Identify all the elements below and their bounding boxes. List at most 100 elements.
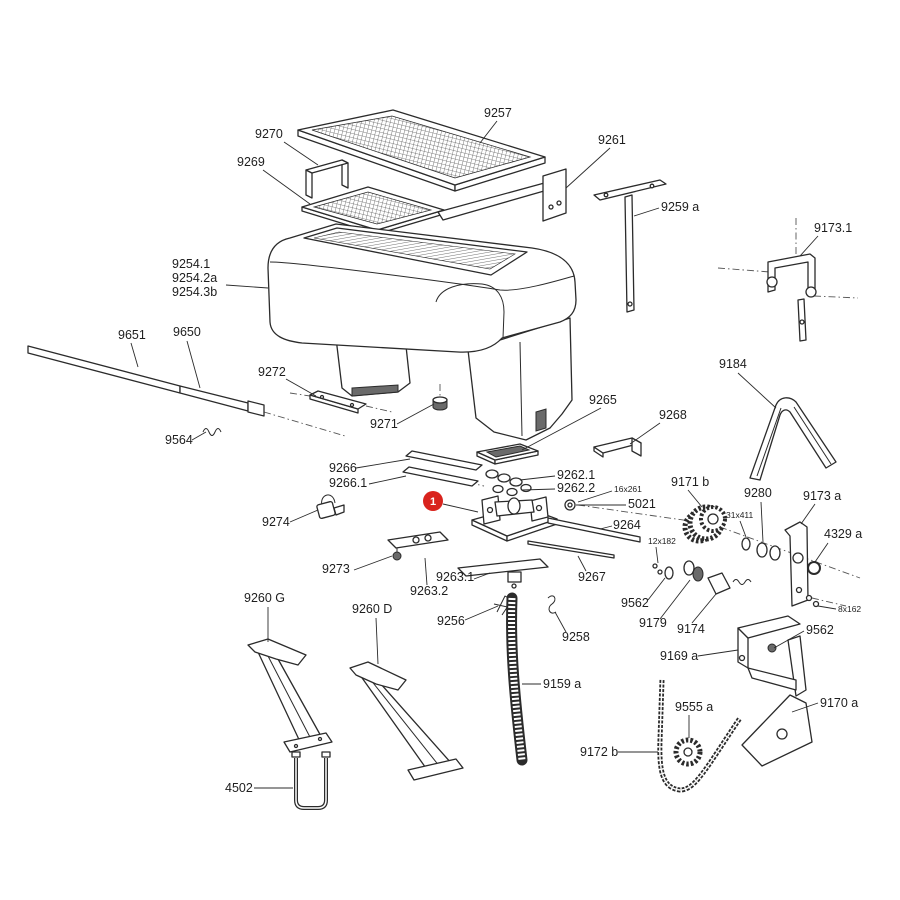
leader-9651	[130, 342, 139, 368]
callout-9564: 9564	[165, 433, 193, 447]
leader-9171b	[687, 489, 703, 508]
leader-9263-1	[473, 572, 491, 580]
callout-9272: 9272	[258, 365, 286, 379]
bar-9266	[405, 450, 483, 471]
hopper-9254	[267, 223, 577, 441]
leader-9263-2	[424, 557, 428, 586]
bracket-9169a	[737, 615, 807, 697]
leader-9254	[225, 284, 269, 289]
leg-9260-g	[247, 638, 333, 753]
plate-9170a	[741, 694, 813, 767]
leader-31x411	[739, 520, 747, 538]
callout-9273: 9273	[322, 562, 350, 576]
leader-9170a	[791, 702, 819, 713]
leader-9173-1	[799, 235, 819, 257]
callout-9555a: 9555 a	[675, 700, 713, 714]
callout-9254-2a: 9254.2a	[172, 271, 217, 285]
leader-9562-washer	[647, 577, 666, 601]
leader-9271	[396, 403, 435, 425]
callout-4329a: 4329 a	[824, 527, 862, 541]
red-callout-marker: 1	[423, 491, 479, 513]
callout-9171b: 9171 b	[671, 475, 709, 489]
leader-9261	[565, 147, 611, 189]
callout-9264: 9264	[613, 518, 641, 532]
leader-9267	[577, 555, 587, 572]
callout-31x411: 31x411	[726, 510, 754, 520]
padlock-9274	[316, 494, 345, 520]
sprocket-9555a	[673, 737, 703, 767]
spring-clip-9258	[547, 595, 557, 614]
pins-12x182	[652, 563, 663, 575]
leader-9258	[554, 611, 567, 633]
chain-9172b	[657, 679, 743, 793]
callout-9266-1: 9266.1	[329, 476, 367, 490]
leader-16x261	[577, 490, 613, 503]
sieve-9269	[301, 186, 445, 235]
callout-9562-washer: 9562	[621, 596, 649, 610]
shaft-9264	[547, 517, 641, 543]
callout-12x182: 12x182	[648, 536, 676, 546]
leader-4329a	[814, 542, 829, 563]
leader-8x162	[817, 605, 837, 610]
leader-9273	[353, 555, 393, 571]
rod-9267	[527, 540, 615, 559]
callout-4502: 4502	[225, 781, 253, 795]
callout-8x162: 8x162	[838, 604, 861, 614]
callout-9270: 9270	[255, 127, 283, 141]
callout-9263-2: 9263.2	[410, 584, 448, 598]
plate-9272	[309, 390, 367, 414]
leader-9268	[629, 422, 661, 445]
spout-tube-9159a	[506, 592, 528, 766]
washer-31x411	[741, 537, 751, 551]
callout-9173-1: 9173.1	[814, 221, 852, 235]
callout-16x261: 16x261	[614, 484, 642, 494]
shaft-9650	[179, 385, 265, 417]
callout-9261: 9261	[598, 133, 626, 147]
callout-9263-1: 9263.1	[436, 570, 474, 584]
leader-9184	[737, 372, 777, 409]
marker-circle	[423, 491, 443, 511]
gearbox-housing	[471, 495, 558, 542]
leader-9260-d	[375, 617, 379, 665]
leader-9169a	[697, 649, 739, 657]
callout-9266: 9266	[329, 461, 357, 475]
leader-9257	[479, 120, 498, 144]
callout-9265: 9265	[589, 393, 617, 407]
leader-9174	[691, 593, 717, 624]
shaft-9651	[27, 345, 181, 394]
links-9262	[485, 469, 532, 497]
callout-9260-g: 9260 G	[244, 591, 285, 605]
callout-9271: 9271	[370, 417, 398, 431]
leader-9650	[186, 340, 201, 389]
sprocket-cluster-9171b	[682, 504, 727, 544]
bracket-9173a	[784, 521, 809, 607]
callout-9262-1: 9262.1	[557, 468, 595, 482]
bracket-9268	[593, 437, 642, 458]
callout-9260-d: 9260 D	[352, 602, 392, 616]
leader-9262-1	[519, 475, 556, 481]
callout-9174: 9174	[677, 622, 705, 636]
callout-9254-3b: 9254.3b	[172, 285, 217, 299]
lid-9257	[297, 109, 546, 192]
callout-9172b: 9172 b	[580, 745, 618, 759]
washers-9562	[664, 560, 695, 580]
plate-9263-1	[457, 558, 549, 589]
nut-5021	[564, 499, 576, 511]
support-arm-9261	[437, 168, 567, 222]
callout-9258: 9258	[562, 630, 590, 644]
marker-label: 1	[430, 496, 436, 508]
leader-12x182	[655, 546, 659, 564]
bushing-9280	[756, 542, 781, 561]
leader-9274	[289, 509, 319, 523]
leader-9179	[659, 579, 691, 620]
callout-9254-1: 9254.1	[172, 257, 210, 271]
leader-9265	[521, 407, 602, 451]
leader-9173a	[800, 503, 816, 525]
callout-9257: 9257	[484, 106, 512, 120]
callout-9268: 9268	[659, 408, 687, 422]
bushing-9271	[432, 396, 448, 411]
collar-9179	[692, 566, 704, 582]
leader-9562-nut	[773, 630, 805, 649]
callout-9184: 9184	[719, 357, 747, 371]
